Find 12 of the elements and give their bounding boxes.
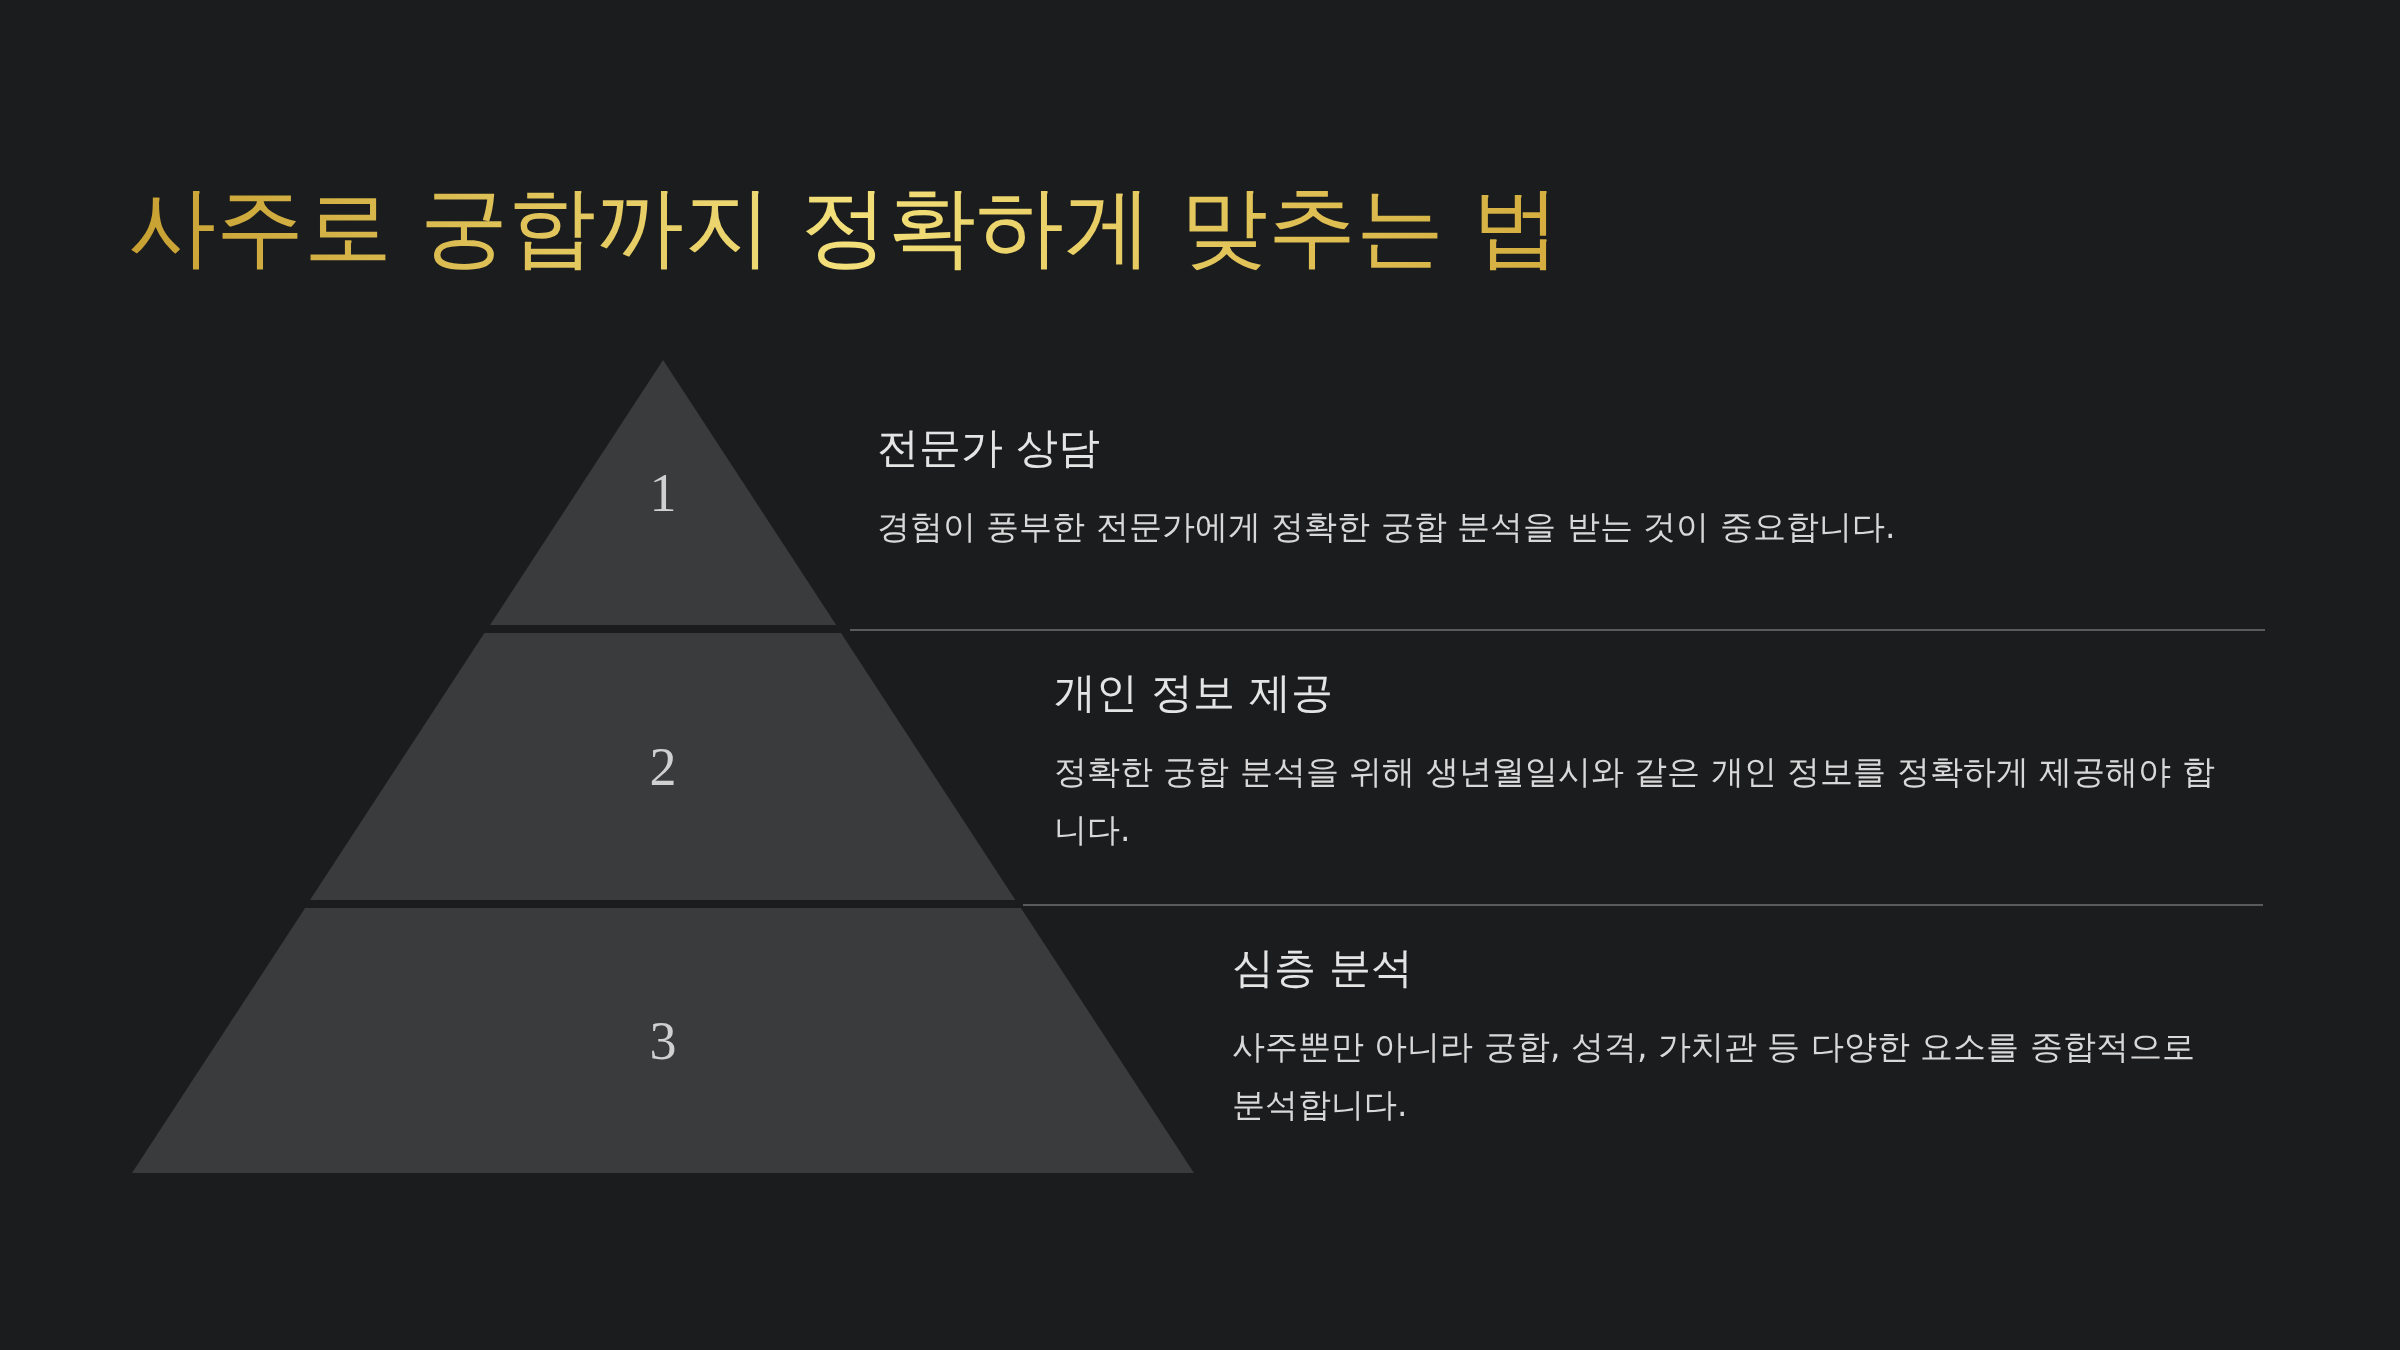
step-heading: 전문가 상담 — [877, 422, 1101, 474]
pyramid-tier — [310, 633, 1016, 900]
step-description: 경험이 풍부한 전문가에게 정확한 궁합 분석을 받는 것이 중요합니다. — [877, 506, 1897, 548]
pyramid-tier — [489, 360, 837, 625]
step-heading: 개인 정보 제공 — [1054, 667, 1333, 719]
tier-number: 2 — [649, 735, 677, 798]
step-description: 사주뿐만 아니라 궁합, 성격, 가치관 등 다양한 요소를 종합적으로 분석합니다. — [1232, 1026, 2196, 1126]
tier-number: 1 — [649, 461, 677, 524]
tier-number: 3 — [649, 1009, 677, 1072]
step-description: 정확한 궁합 분석을 위해 생년월일시와 같은 개인 정보를 정확하게 제공해야 합니다. — [1054, 751, 2216, 851]
pyramid-tier — [132, 908, 1194, 1173]
step-heading: 심층 분석 — [1232, 942, 1414, 994]
